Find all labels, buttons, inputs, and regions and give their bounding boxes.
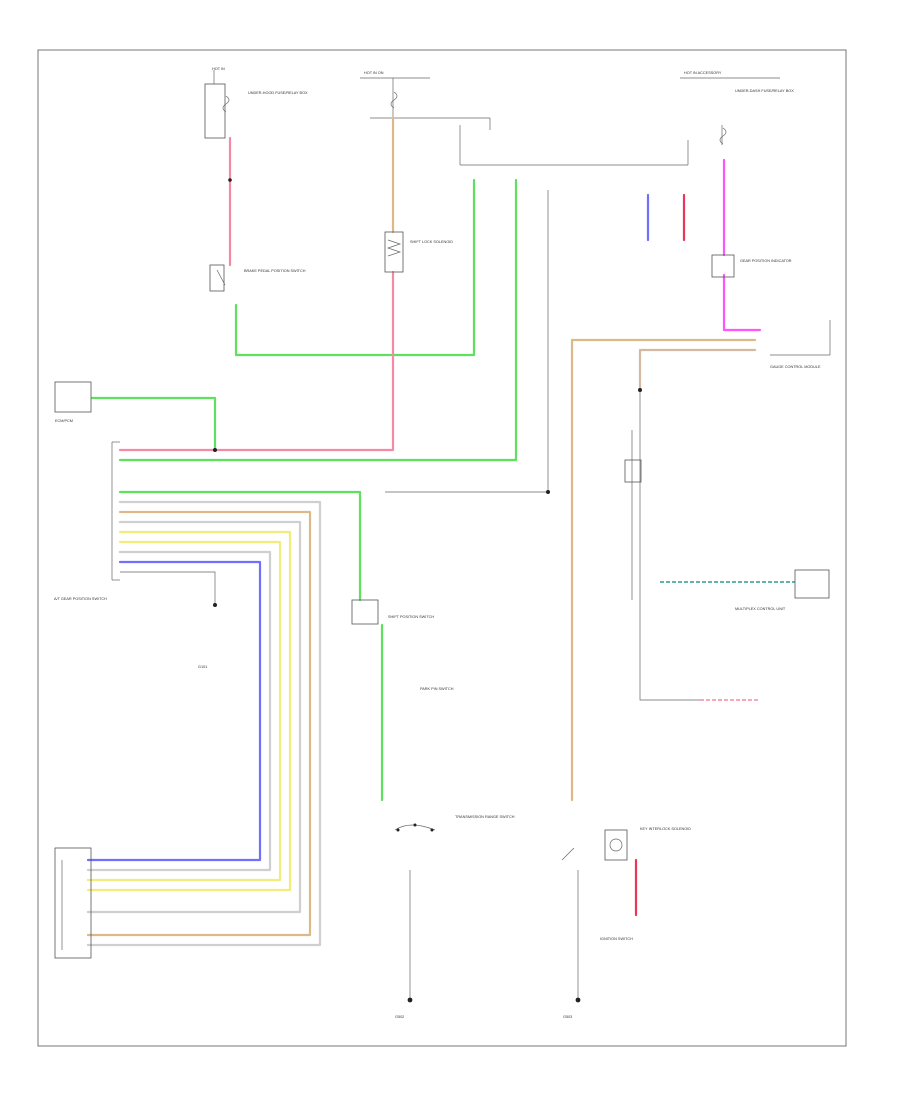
wire-gray-1 bbox=[86, 500, 322, 947]
shift-lock-label: SHIFT LOCK SOLENOID bbox=[410, 240, 453, 244]
wire-green-right bbox=[118, 178, 518, 462]
wire-yellow-1 bbox=[86, 530, 292, 892]
diagram-frame bbox=[37, 49, 847, 1047]
ignition-switch: IGNITION SWITCH bbox=[561, 847, 633, 941]
ground-symbol-3: G503 bbox=[563, 997, 581, 1019]
shift-position-switch: SHIFT POSITION SWITCH bbox=[351, 599, 434, 625]
junction-dot-4 bbox=[228, 178, 232, 182]
wire-yellow-2 bbox=[86, 540, 282, 882]
fuse-box-label-1: UNDER-HOOD FUSE/RELAY BOX bbox=[248, 91, 308, 95]
power-source-right: HOT IN ACCESSORY UNDER-DASH FUSE/RELAY B… bbox=[680, 71, 794, 145]
wire-violet-2 bbox=[722, 273, 762, 332]
gauge-control-module: GAUGE CONTROL MODULE bbox=[770, 320, 831, 369]
multiplex-label: MULTIPLEX CONTROL UNIT bbox=[735, 607, 786, 611]
ground-label-2: G502 bbox=[395, 1015, 404, 1019]
power-label-3: HOT IN ACCESSORY bbox=[684, 71, 722, 75]
wire-gray-2 bbox=[86, 520, 302, 914]
park-pin-label: PARK PIN SWITCH bbox=[420, 687, 454, 691]
connector-label-left: A/T GEAR POSITION SWITCH bbox=[54, 597, 107, 601]
power-source-center: HOT IN ON bbox=[360, 71, 689, 166]
wire-black-ground-1 bbox=[120, 571, 216, 605]
wire-black-right-vert bbox=[639, 390, 700, 701]
ignition-switch-label: IGNITION SWITCH bbox=[600, 937, 633, 941]
gear-indicator-label: GEAR POSITION INDICATOR bbox=[740, 259, 792, 263]
ground-symbol-1: G101 bbox=[198, 603, 217, 669]
gear-position-indicator: GEAR POSITION INDICATOR bbox=[711, 254, 792, 278]
ground-label-3: G503 bbox=[563, 1015, 572, 1019]
wire-green-brake-out bbox=[234, 178, 476, 357]
wire-tan-1 bbox=[86, 510, 312, 937]
multiplex-control-unit: MULTIPLEX CONTROL UNIT bbox=[735, 569, 830, 611]
wire-brown-right bbox=[638, 348, 757, 392]
bottom-left-connector bbox=[54, 847, 92, 959]
power-source-left: HOT IN UNDER-HOOD FUSE/RELAY BOX bbox=[204, 67, 308, 139]
wire-black-center bbox=[385, 190, 549, 493]
junction-dot-1 bbox=[546, 490, 550, 494]
reverse-light-switch bbox=[624, 459, 642, 483]
power-label-2: HOT IN ON bbox=[364, 71, 384, 75]
ground-symbol-2: G502 bbox=[395, 997, 413, 1019]
wire-blue-1 bbox=[86, 560, 262, 862]
wire-green-sensor bbox=[90, 396, 217, 452]
brake-switch-label: BRAKE PEDAL POSITION SWITCH bbox=[244, 269, 306, 273]
ecm-label: ECM/PCM bbox=[55, 419, 73, 423]
ground-label-1: G101 bbox=[198, 665, 207, 669]
trans-range-label: TRANSMISSION RANGE SWITCH bbox=[455, 815, 515, 819]
shift-position-label: SHIFT POSITION SWITCH bbox=[388, 615, 434, 619]
wire-tan-right-long bbox=[570, 338, 757, 802]
fuse-box-label-2: UNDER-DASH FUSE/RELAY BOX bbox=[735, 89, 794, 93]
wire-green-long bbox=[118, 490, 362, 602]
shift-lock-solenoid: SHIFT LOCK SOLENOID bbox=[384, 231, 453, 273]
park-pin-switch: PARK PIN SWITCH bbox=[420, 687, 454, 691]
key-interlock: KEY INTERLOCK SOLENOID bbox=[604, 827, 691, 861]
junction-dot-3 bbox=[638, 388, 642, 392]
left-connector-block: A/T GEAR POSITION SWITCH bbox=[54, 441, 120, 601]
wire-gray-3 bbox=[86, 550, 272, 872]
key-interlock-label: KEY INTERLOCK SOLENOID bbox=[640, 827, 691, 831]
gauge-module-label: GAUGE CONTROL MODULE bbox=[770, 365, 821, 369]
wire-red-shiftlock bbox=[118, 270, 395, 452]
junction-dot-2 bbox=[213, 448, 217, 452]
ecm-box: ECM/PCM bbox=[54, 381, 92, 423]
brake-pedal-switch: BRAKE PEDAL POSITION SWITCH bbox=[209, 264, 306, 292]
power-label-1: HOT IN bbox=[212, 67, 225, 71]
transmission-range-switch: TRANSMISSION RANGE SWITCH bbox=[394, 815, 515, 832]
